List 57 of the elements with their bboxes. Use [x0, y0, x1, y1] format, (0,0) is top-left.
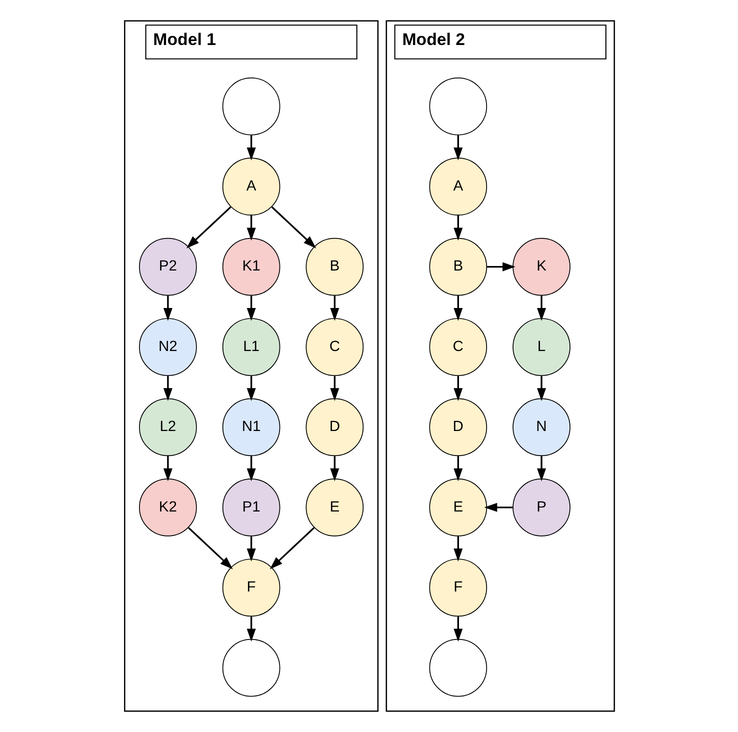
arrow: [484, 502, 512, 512]
arrow: [330, 456, 339, 482]
arrow: [453, 456, 462, 482]
node-circle: E: [428, 478, 487, 536]
arrow: [453, 616, 462, 642]
arrow: [453, 536, 462, 562]
node-circle: C: [305, 318, 364, 376]
node-circle: F: [428, 558, 487, 617]
node-circle: L1: [222, 318, 280, 376]
node-circle: K: [512, 238, 570, 296]
arrow: [330, 376, 339, 402]
arrow: [186, 206, 231, 248]
node-circle: C: [428, 318, 487, 376]
node-circle: L2: [138, 398, 196, 456]
arrow: [162, 376, 172, 402]
arrow: [270, 206, 316, 248]
node-circle: N: [512, 398, 570, 456]
node-circle: [222, 638, 280, 697]
arrow: [330, 296, 339, 321]
arrow: [536, 376, 546, 402]
arrow: [453, 135, 462, 160]
node-circle: P1: [222, 478, 280, 536]
arrow: [453, 215, 462, 241]
node-circle: [428, 638, 487, 697]
node-circle: K1: [222, 238, 280, 296]
node-circle: A: [428, 158, 487, 216]
arrow: [162, 296, 172, 321]
node-circle: P2: [138, 238, 196, 296]
node-circle: E: [305, 478, 364, 536]
arrow: [162, 456, 172, 482]
node-circle: D: [428, 398, 487, 456]
arrow: [246, 616, 256, 642]
node-circle: F: [222, 558, 280, 617]
node-circle: N1: [222, 398, 280, 456]
arrow: [453, 376, 462, 402]
node-circle: L: [512, 318, 570, 376]
arrow: [269, 527, 314, 570]
node-circle: D: [305, 398, 364, 456]
node-circle: A: [222, 158, 280, 216]
node-circle: [428, 77, 487, 136]
node-circle: B: [428, 238, 487, 296]
arrow: [246, 376, 256, 402]
arrow: [246, 135, 256, 160]
arrow: [246, 536, 256, 562]
arrow: [536, 296, 546, 321]
arrow: [536, 456, 546, 482]
arrow: [246, 296, 256, 321]
arrow: [453, 296, 462, 321]
node-circle: P: [512, 478, 570, 536]
arrow: [486, 262, 515, 272]
arrow: [246, 215, 256, 241]
node-circle: [222, 77, 280, 136]
node-circle: N2: [138, 318, 196, 376]
arrow: [246, 456, 256, 482]
arrow: [187, 527, 232, 570]
node-circle: K2: [138, 478, 196, 536]
node-circle: B: [305, 238, 364, 296]
